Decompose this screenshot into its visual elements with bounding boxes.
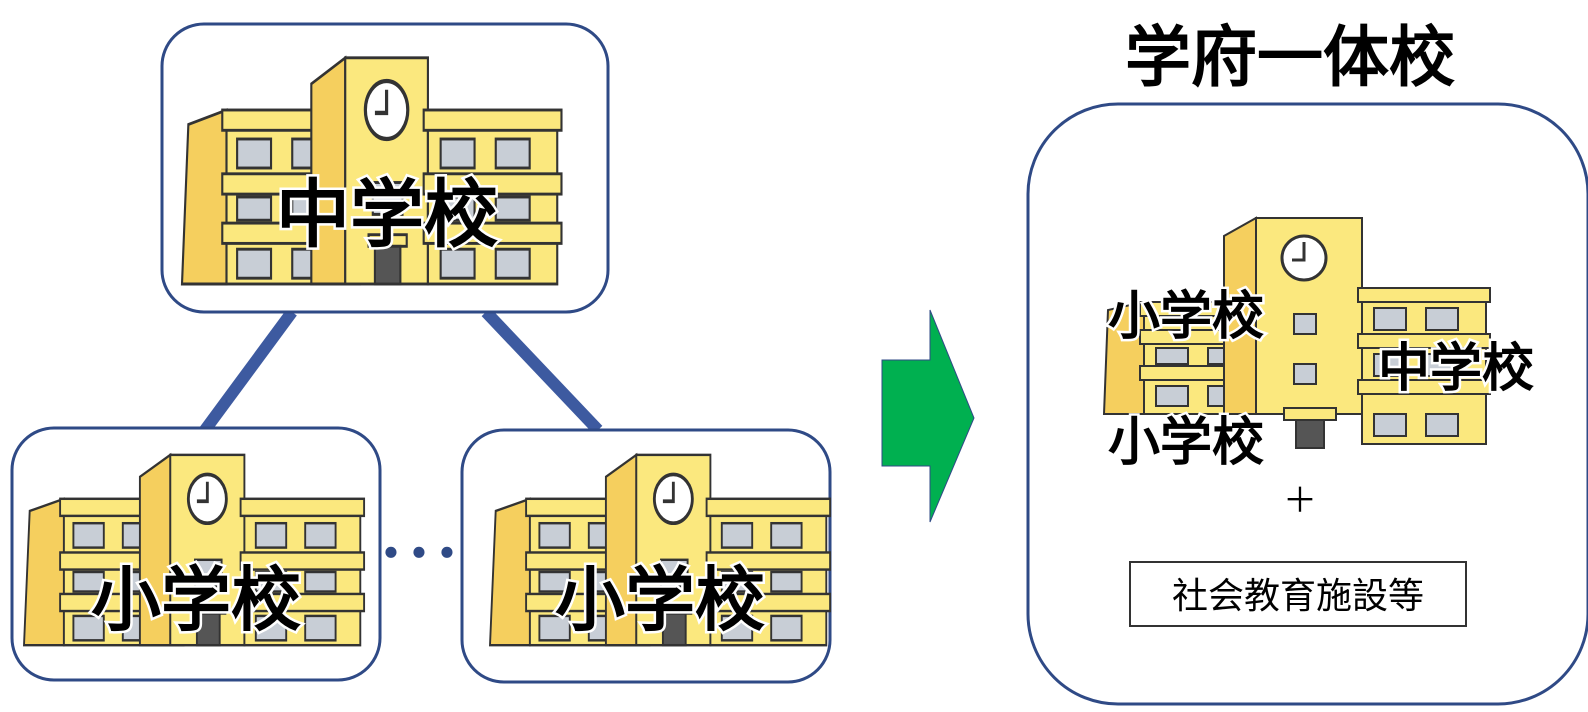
integrated-elementary-label-top: 小学校 bbox=[1108, 287, 1264, 347]
connector-line-left bbox=[200, 308, 297, 434]
elementary-school-box-right: 小学校 bbox=[460, 428, 832, 684]
connector-line-right bbox=[481, 307, 603, 435]
facilities-label-box bbox=[1129, 561, 1467, 627]
elementary-school-label-right: 小学校 bbox=[555, 559, 765, 641]
integrated-elementary-label-bottom: 小学校 bbox=[1108, 413, 1264, 473]
connector-lines bbox=[200, 307, 603, 435]
plus-sign: ＋ bbox=[1283, 481, 1317, 521]
integrated-junior-high-label: 中学校 bbox=[1378, 339, 1534, 399]
elementary-school-box-left: 小学校 bbox=[10, 426, 382, 682]
junior-high-school-box: 中学校 bbox=[160, 22, 610, 314]
junior-high-school-label: 中学校 bbox=[276, 172, 498, 258]
ellipsis-dots: ･･･ bbox=[377, 523, 461, 588]
elementary-school-label-left: 小学校 bbox=[91, 559, 301, 641]
facilities-label: 社会教育施設等 bbox=[1172, 576, 1424, 617]
integrated-school-title: 学府一体校 bbox=[1125, 19, 1455, 96]
transition-arrow bbox=[881, 309, 975, 523]
integrated-school-box: 小学校 小学校 中学校 ＋ 社会教育施設等 bbox=[1026, 102, 1588, 706]
